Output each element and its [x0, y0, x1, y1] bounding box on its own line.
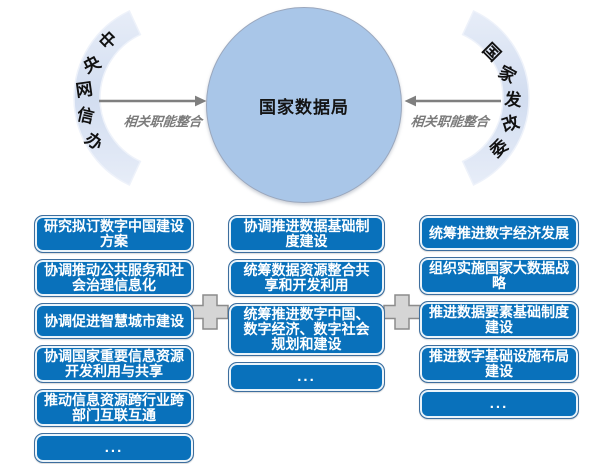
left-merge-arrow-icon [99, 95, 207, 107]
plus-icon [383, 294, 421, 330]
left-functions-column: 研究拟订数字中国建设方案协调推动公共服务和社会治理信息化协调促进智慧城市建设协调… [34, 215, 194, 463]
arc-char: 网 [74, 79, 95, 101]
function-box: 协调推进数据基础制度建设 [228, 215, 385, 253]
function-box-ellipsis: ... [419, 389, 579, 419]
middle-functions-column: 协调推进数据基础制度建设统筹数据资源整合共享和开发利用统筹推进数字中国、数字经济… [228, 215, 385, 392]
function-box: 统筹推进数字经济发展 [419, 215, 579, 251]
function-box: 推动信息资源跨行业跨部门互联互通 [34, 389, 194, 427]
right-arrow-caption: 相关职能整合 [410, 114, 490, 129]
function-box-ellipsis: ... [34, 433, 194, 463]
left-ring-shape [73, 10, 142, 186]
left-arrow-caption: 相关职能整合 [123, 114, 203, 129]
function-box: 推进数字基础设施布局建设 [419, 345, 579, 383]
function-box: 协调国家重要信息资源开发利用与共享 [34, 345, 194, 383]
center-circle: 国家数据局 [206, 7, 402, 203]
function-box: 协调促进智慧城市建设 [34, 303, 194, 339]
function-box: 统筹数据资源整合共享和开发利用 [228, 259, 385, 297]
right-functions-column: 统筹推进数字经济发展组织实施国家大数据战略推进数据要素基础制度建设推进数字基础设… [419, 215, 579, 419]
center-circle-label: 国家数据局 [259, 97, 349, 117]
function-box: 组织实施国家大数据战略 [419, 257, 579, 295]
function-box: 推进数据要素基础制度建设 [419, 301, 579, 339]
function-box: 研究拟订数字中国建设方案 [34, 215, 194, 253]
right-merge-arrow-icon [404, 95, 501, 107]
function-box: 协调推动公共服务和社会治理信息化 [34, 259, 194, 297]
function-box: 统筹推进数字中国、数字经济、数字社会规划和建设 [228, 303, 385, 356]
plus-icon [191, 294, 229, 330]
function-box-ellipsis: ... [228, 362, 385, 392]
right-ring-shape [461, 10, 530, 186]
